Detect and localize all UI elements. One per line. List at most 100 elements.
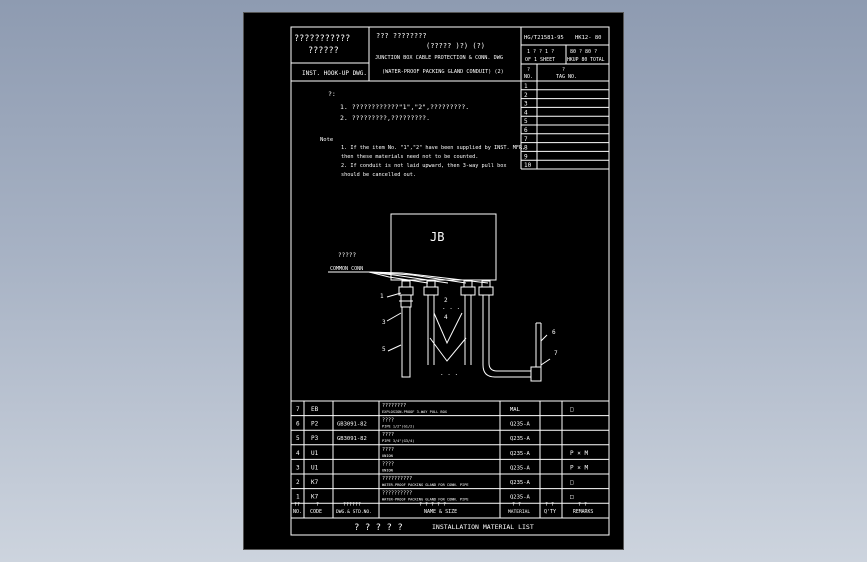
- material-material: Q235-A: [510, 480, 531, 486]
- material-code: P2: [311, 421, 319, 428]
- note-en-1: 1. If the item No. "1","2" have been sup…: [341, 145, 525, 151]
- junction-box: [390, 213, 497, 281]
- callout-7: 7: [554, 350, 558, 357]
- callout-2: 2: [444, 297, 448, 304]
- material-material: MAL: [510, 407, 521, 413]
- material-name-cn: ????????: [382, 403, 406, 409]
- material-name-cn: ??????????: [382, 491, 412, 497]
- doc-number: HG/T21581-95: [524, 35, 564, 41]
- tag-header-cn-2: ?: [562, 67, 565, 73]
- sheet-label-top: 1 ? ? 1 ?: [527, 49, 554, 55]
- callout-5: 5: [382, 346, 386, 353]
- hdr-remarks-en: REMARKS: [573, 509, 593, 515]
- title-cn-1: ??? ????????: [376, 32, 427, 40]
- hdr-qty-en: Q'TY: [544, 509, 556, 515]
- hdr-material-en: MATERIAL: [508, 509, 530, 515]
- note-cn-1: 1. ????????????"1","2",?????????.: [340, 103, 469, 111]
- material-no: 3: [296, 464, 300, 471]
- tag-row-number: 5: [524, 118, 528, 125]
- callout-3: 3: [382, 319, 386, 326]
- hdr-name-cn: ? ? ? ? ?: [419, 502, 446, 508]
- list-title-en: INSTALLATION MATERIAL LIST: [432, 523, 534, 531]
- hdr-no-en: NO.: [293, 509, 302, 515]
- callout-1: 1: [380, 293, 384, 300]
- material-name-cn: ????: [382, 447, 394, 453]
- drawing-number: HK12- 80: [575, 35, 602, 41]
- material-material: Q235-A: [510, 422, 531, 428]
- material-name-en: PIPE 1/2"(G1/2): [382, 425, 414, 429]
- pull-box: [530, 366, 542, 382]
- tag-row-number: 4: [524, 109, 528, 116]
- material-code: EB: [311, 406, 319, 413]
- list-title-cn: ? ? ? ? ?: [354, 523, 403, 533]
- total-label-bottom: HKUP 80 TOTAL: [567, 57, 605, 63]
- material-code: K7: [311, 494, 319, 501]
- hdr-name-en: NAME & SIZE: [424, 509, 457, 515]
- material-std: GB3091-82: [337, 422, 367, 428]
- tag-row-number: 3: [524, 101, 528, 108]
- material-remarks: P × M: [570, 464, 588, 471]
- material-name-en: EXPLOSION-PROOF 3-WAY PULL BOX: [382, 410, 448, 414]
- hdr-no-cn: ??: [294, 502, 300, 508]
- note-cn-2: 2. ?????????,?????????.: [340, 114, 430, 122]
- note-en-3: 2. If conduit is not laid upward, then 3…: [341, 163, 507, 169]
- material-no: 7: [296, 406, 300, 413]
- note-en-4: should be cancelled out.: [341, 172, 416, 178]
- junction-box-diagram: JB ????? COMMON CONN: [328, 213, 558, 382]
- tag-row-number: 9: [524, 153, 528, 160]
- callout-6: 6: [552, 329, 556, 336]
- dept-line-2: ??????: [308, 46, 339, 56]
- hdr-remarks-cn: ? ?: [578, 502, 587, 508]
- hdr-material-cn: ? ?: [512, 502, 521, 508]
- hdr-qty-cn: ? ?: [545, 502, 554, 508]
- material-code: K7: [311, 479, 319, 486]
- title-en-1: JUNCTION BOX CABLE PROTECTION & CONN. DW…: [375, 55, 503, 61]
- material-name-cn: ????: [382, 418, 394, 424]
- material-code: P3: [311, 435, 319, 442]
- hdr-std-en: DWG.& STD.NO.: [336, 509, 372, 515]
- material-material: Q235-A: [510, 436, 531, 442]
- notes-en-label: Note: [320, 137, 333, 143]
- title-cn-2: (????? )?) (?): [426, 42, 485, 50]
- material-name-en: UNION: [382, 468, 393, 472]
- material-name-cn: ????: [382, 461, 394, 467]
- material-no: 4: [296, 450, 300, 457]
- callout-4: 4: [444, 314, 448, 321]
- material-name-en: PIPE 3/4"(G3/4): [382, 439, 414, 443]
- tag-header-no: NO.: [524, 74, 533, 80]
- material-name-cn: ????: [382, 432, 394, 438]
- material-std: GB3091-82: [337, 436, 367, 442]
- cad-drawing: ??????????? ?????? INST. HOOK-UP DWG. ??…: [290, 26, 610, 536]
- material-no: 1: [296, 494, 300, 501]
- drawing-border: [290, 26, 610, 536]
- tag-row-number: 6: [524, 127, 528, 134]
- tag-header-tag: TAG NO.: [556, 74, 577, 80]
- hdr-code-en: CODE: [310, 509, 322, 515]
- material-no: 5: [296, 435, 300, 442]
- total-label-top: 80 ? 80 ?: [570, 49, 597, 55]
- material-remarks: □: [570, 479, 574, 486]
- dots-top: . . .: [442, 304, 460, 311]
- material-no: 6: [296, 421, 300, 428]
- dots-bottom: . . .: [440, 370, 458, 377]
- tag-row-number: 8: [524, 145, 528, 152]
- tag-row-number: 7: [524, 136, 528, 143]
- material-code: U1: [311, 450, 319, 457]
- cable-label-cn: ?????: [338, 252, 356, 259]
- material-name-cn: ??????????: [382, 476, 412, 482]
- hdr-code-cn: ?: [316, 502, 319, 508]
- material-code: U1: [311, 464, 319, 471]
- cable-label-en: COMMON CONN: [330, 266, 363, 272]
- notes-cn-label: ?:: [328, 90, 336, 98]
- tag-header-cn-1: ?: [527, 67, 530, 73]
- note-en-2: then these materials need not to be coun…: [341, 154, 478, 160]
- dept-line-1: ???????????: [294, 34, 350, 44]
- dept-name: INST. HOOK-UP DWG.: [302, 70, 367, 77]
- material-name-en: UNION: [382, 454, 393, 458]
- material-remarks: □: [570, 406, 574, 413]
- tag-row-number: 2: [524, 92, 528, 99]
- hdr-std-cn: ??????: [343, 502, 361, 508]
- material-material: Q235-A: [510, 465, 531, 471]
